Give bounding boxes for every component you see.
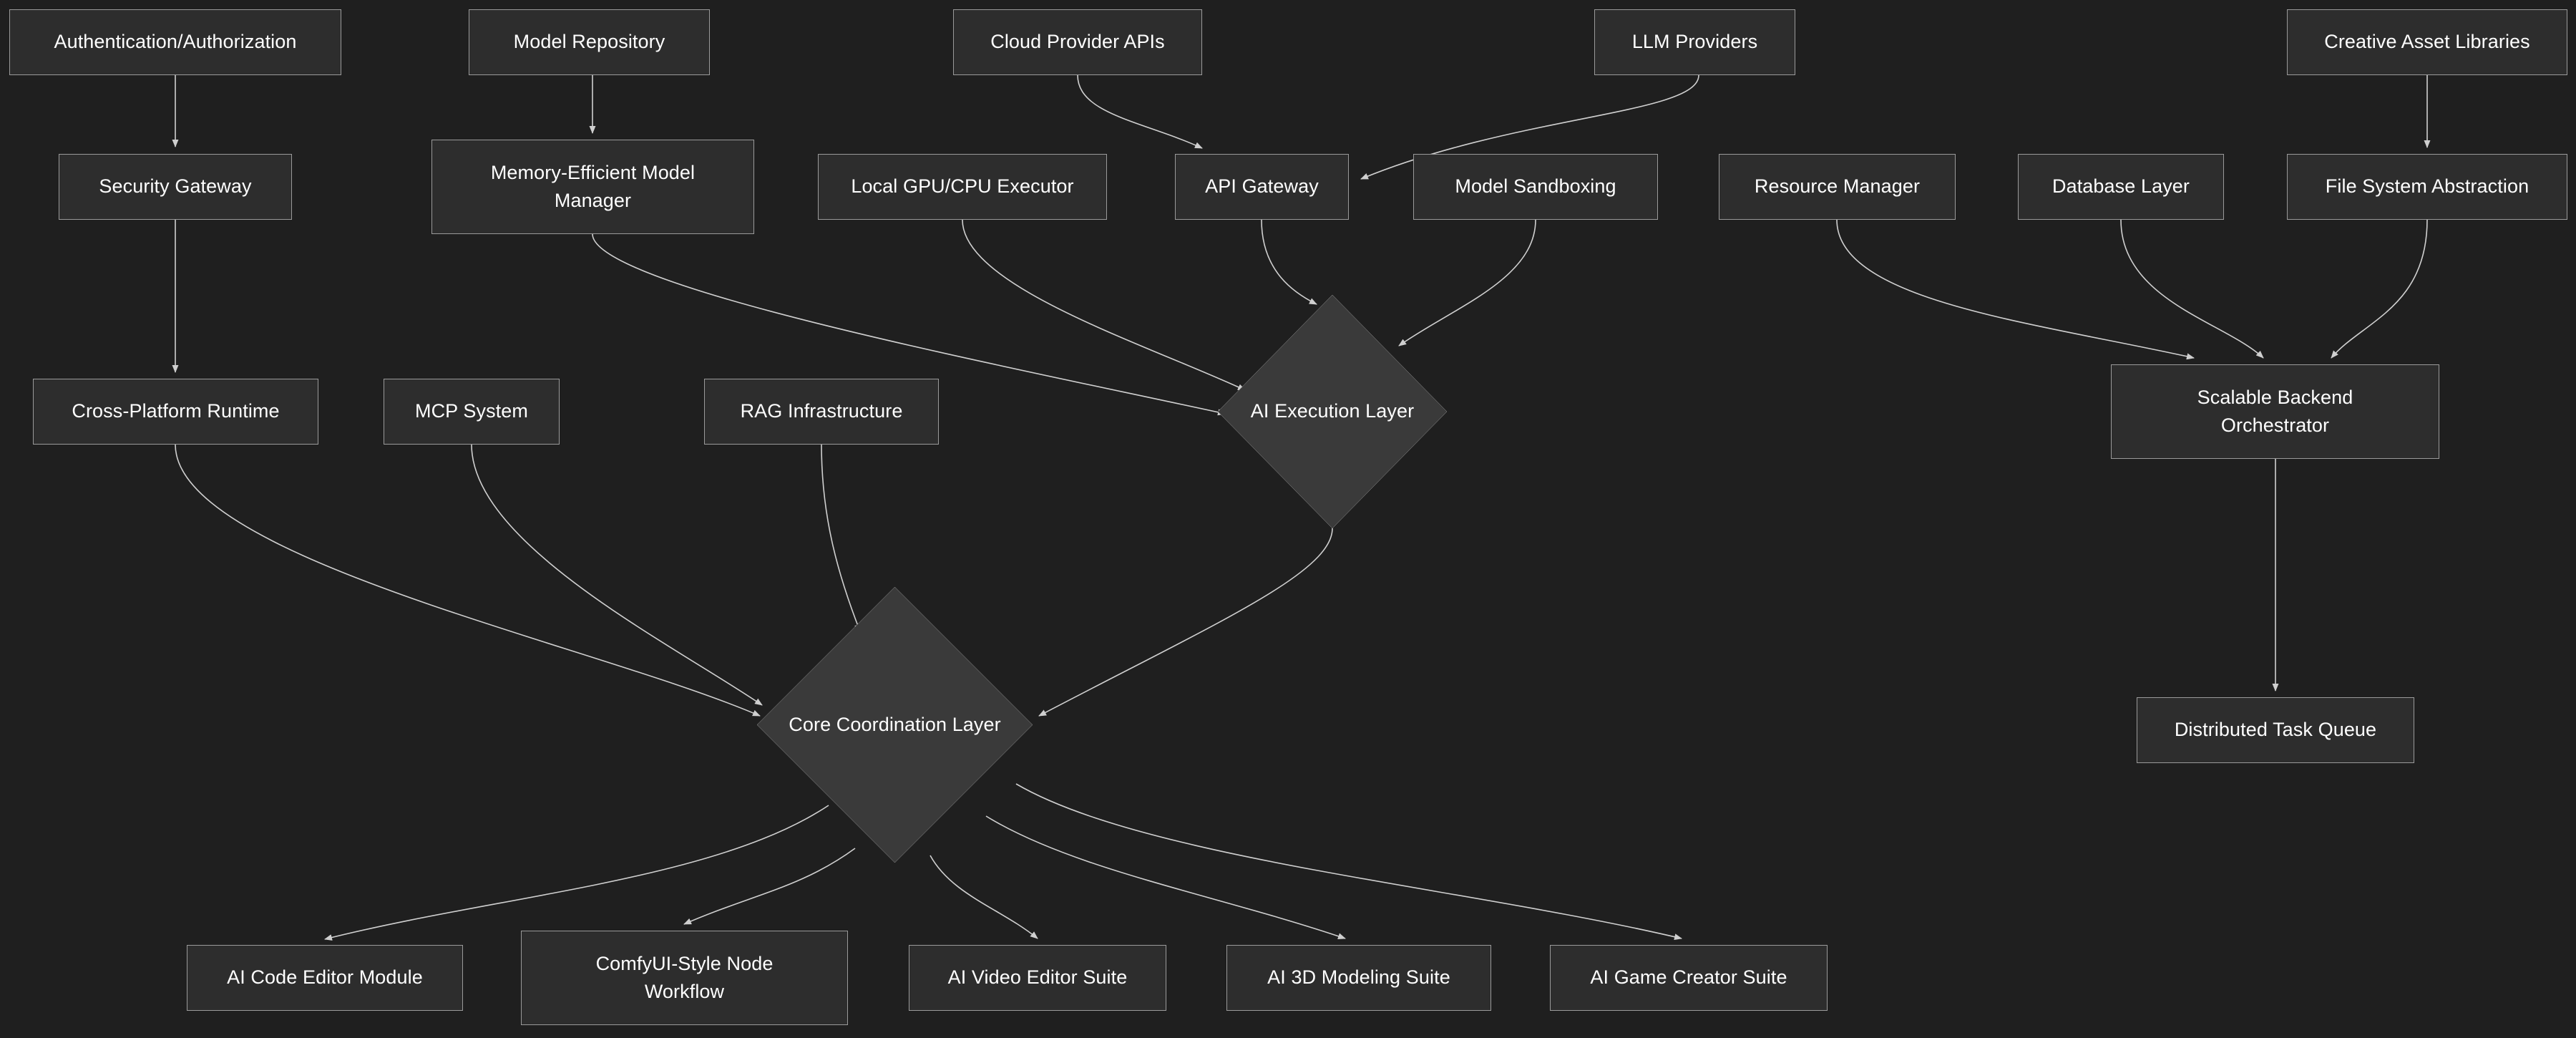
- edge-local_exec-to-ai_exec_layer: [962, 219, 1246, 391]
- node-auth[interactable]: Authentication/Authorization: [9, 9, 341, 75]
- node-label-database: Database Layer: [2051, 175, 2190, 198]
- node-resource_mgr[interactable]: Resource Manager: [1719, 154, 1956, 220]
- diamond-shape-ai_exec_layer: [1218, 295, 1447, 528]
- node-security_gw[interactable]: Security Gateway: [59, 154, 292, 220]
- edge-core_coord-to-code_editor: [324, 805, 829, 941]
- edge-mcp_system-to-core_coord: [471, 444, 763, 706]
- node-label-rag_infra: RAG Infrastructure: [740, 400, 903, 422]
- edge-cloud_apis-to-api_gateway: [1077, 74, 1203, 149]
- node-label-llm_providers: LLM Providers: [1631, 31, 1758, 53]
- node-label-code_editor: AI Code Editor Module: [227, 966, 423, 989]
- node-label-cloud_apis: Cloud Provider APIs: [990, 31, 1165, 53]
- node-label-video_editor: AI Video Editor Suite: [947, 966, 1128, 989]
- node-label-model_sandbox: Model Sandboxing: [1455, 175, 1616, 198]
- node-label-api_gateway: API Gateway: [1205, 175, 1319, 198]
- node-model_repo[interactable]: Model Repository: [469, 9, 710, 75]
- node-label-core_coord: Core Coordination Layer: [789, 713, 1001, 735]
- node-label-ai_exec_layer: AI Execution Layer: [1250, 400, 1415, 422]
- node-label-auth: Authentication/Authorization: [54, 31, 297, 53]
- node-creative_assets[interactable]: Creative Asset Libraries: [2287, 9, 2567, 75]
- node-rag_infra[interactable]: RAG Infrastructure: [704, 379, 939, 445]
- edge-core_coord-to-modeling_3d: [985, 815, 1346, 940]
- node-modeling_3d[interactable]: AI 3D Modeling Suite: [1226, 945, 1491, 1011]
- node-database[interactable]: Database Layer: [2018, 154, 2224, 220]
- node-task_queue[interactable]: Distributed Task Queue: [2137, 697, 2414, 763]
- edge-filesystem-to-backend_orch: [2331, 219, 2428, 359]
- node-label-task_queue: Distributed Task Queue: [2174, 719, 2377, 741]
- node-api_gateway[interactable]: API Gateway: [1175, 154, 1349, 220]
- node-filesystem[interactable]: File System Abstraction: [2287, 154, 2567, 220]
- node-label-local_exec: Local GPU/CPU Executor: [851, 175, 1074, 198]
- node-cross_runtime[interactable]: Cross-Platform Runtime: [33, 379, 318, 445]
- node-label-creative_assets: Creative Asset Libraries: [2324, 31, 2530, 53]
- node-label-cross_runtime: Cross-Platform Runtime: [72, 400, 280, 422]
- node-label-modeling_3d: AI 3D Modeling Suite: [1267, 966, 1450, 989]
- node-mcp_system[interactable]: MCP System: [384, 379, 560, 445]
- edge-database-to-backend_orch: [2120, 219, 2264, 359]
- edge-core_coord-to-video_editor: [930, 855, 1038, 939]
- node-llm_providers[interactable]: LLM Providers: [1594, 9, 1795, 75]
- node-model_sandbox[interactable]: Model Sandboxing: [1413, 154, 1658, 220]
- node-label-security_gw: Security Gateway: [99, 175, 252, 198]
- node-ai_exec_layer[interactable]: AI Execution Layer: [1218, 295, 1447, 528]
- node-label-resource_mgr: Resource Manager: [1754, 175, 1921, 198]
- node-label-filesystem: File System Abstraction: [2325, 175, 2529, 198]
- edge-api_gateway-to-ai_exec_layer: [1261, 219, 1317, 305]
- node-game_creator[interactable]: AI Game Creator Suite: [1550, 945, 1828, 1011]
- node-video_editor[interactable]: AI Video Editor Suite: [909, 945, 1166, 1011]
- node-core_coord[interactable]: Core Coordination Layer: [757, 587, 1033, 863]
- node-label-model_repo: Model Repository: [513, 31, 665, 53]
- edge-core_coord-to-game_creator: [1015, 783, 1682, 941]
- node-code_editor[interactable]: AI Code Editor Module: [187, 945, 463, 1011]
- node-local_exec[interactable]: Local GPU/CPU Executor: [818, 154, 1107, 220]
- node-comfy_node[interactable]: ComfyUI-Style Node Workflow: [521, 931, 848, 1025]
- edge-ai_exec_layer-to-core_coord: [1038, 528, 1333, 717]
- edge-resource_mgr-to-backend_orch: [1836, 219, 2195, 360]
- edge-cross_runtime-to-core_coord: [175, 444, 761, 717]
- node-backend_orch[interactable]: Scalable Backend Orchestrator: [2111, 364, 2439, 459]
- node-label-backend_orch: Scalable Backend Orchestrator: [2197, 386, 2353, 436]
- node-label-mem_model_mgr: Memory-Efficient Model Manager: [490, 161, 696, 211]
- node-mem_model_mgr[interactable]: Memory-Efficient Model Manager: [431, 140, 754, 234]
- diamond-shape-core_coord: [757, 587, 1033, 863]
- node-label-comfy_node: ComfyUI-Style Node Workflow: [595, 952, 774, 1002]
- node-label-game_creator: AI Game Creator Suite: [1590, 966, 1787, 989]
- node-cloud_apis[interactable]: Cloud Provider APIs: [953, 9, 1202, 75]
- node-label-mcp_system: MCP System: [414, 400, 529, 422]
